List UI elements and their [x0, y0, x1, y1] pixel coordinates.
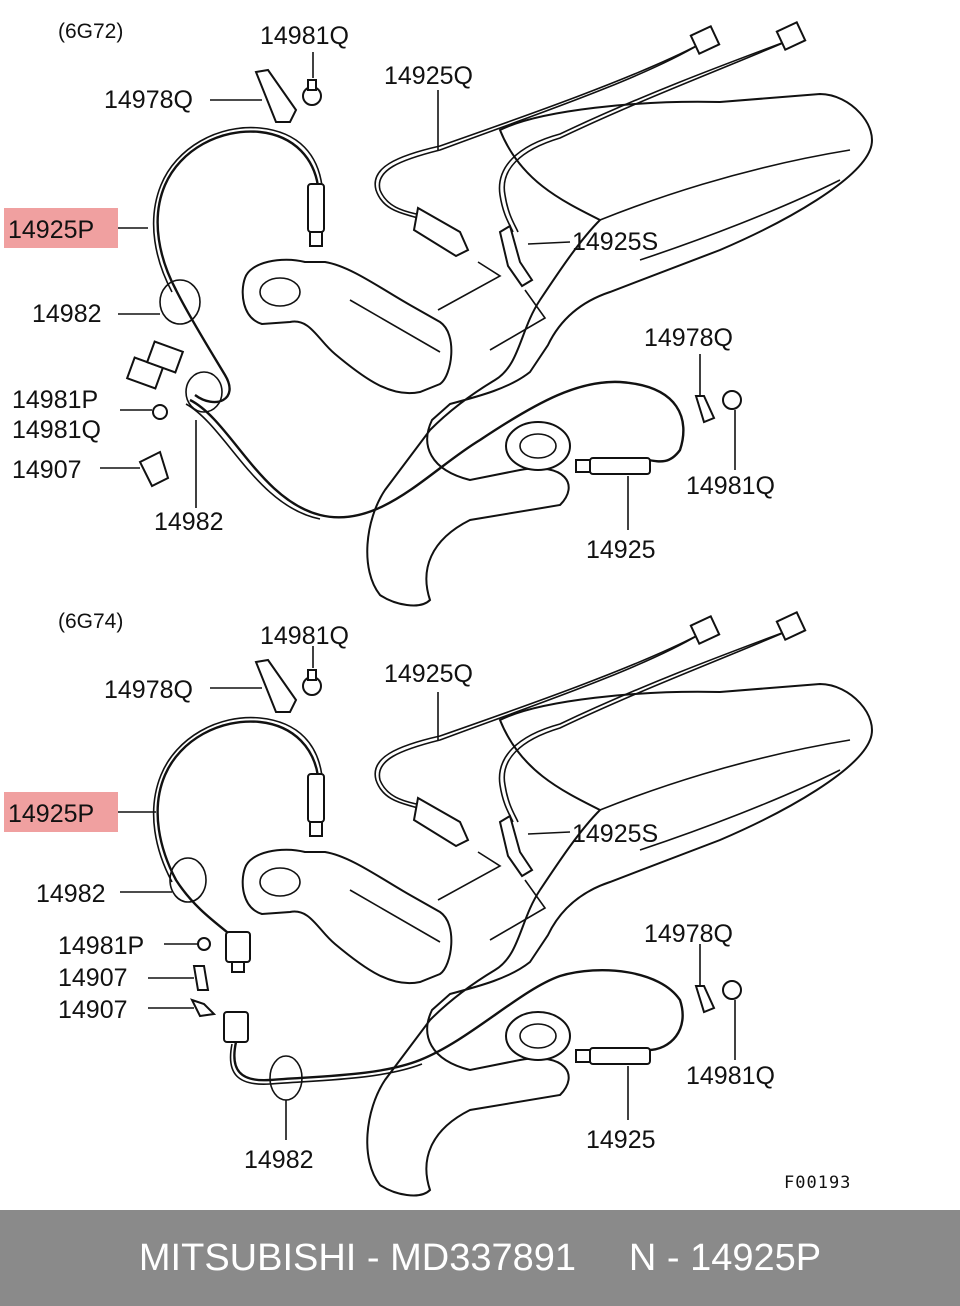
label-clamp-lower: 14982 — [154, 508, 224, 536]
oxygen-sensor-s — [412, 206, 534, 288]
label-sensor-s: 14925S — [572, 820, 658, 848]
oxygen-sensor-front-wire — [156, 130, 320, 404]
oxygen-sensor-rear — [575, 457, 651, 475]
label-bracket-left-b: 14907 — [58, 996, 128, 1024]
label-bolt-p: 14981P — [58, 932, 144, 960]
bracket-icon — [138, 450, 170, 488]
bolt-icon — [722, 390, 742, 410]
reference-number: N - 14925P — [628, 1236, 822, 1279]
bracket-icon — [694, 395, 716, 424]
bolt-icon — [302, 79, 322, 106]
exhaust-manifold-front — [241, 848, 453, 985]
parts-diagram: (6G72) — [4, 20, 873, 1197]
oxygen-sensor-s — [412, 796, 534, 878]
figure-code: F00193 — [784, 1173, 851, 1193]
exhaust-manifold-rear — [366, 682, 873, 1197]
connector-icon — [689, 24, 721, 56]
label-sensor-s: 14925S — [572, 228, 658, 256]
label-harness-top: 14925Q — [384, 62, 473, 90]
harness-wire-2 — [503, 629, 791, 823]
label-bracket-right: 14978Q — [644, 920, 733, 948]
oxygen-sensor-rear — [575, 1047, 651, 1065]
clamp-upper — [169, 857, 207, 903]
bracket-icon — [192, 965, 210, 991]
bracket-icon — [694, 985, 716, 1014]
connector-icon — [775, 610, 807, 642]
bracket-icon — [254, 658, 298, 713]
label-bracket-top: 14978Q — [104, 676, 193, 704]
label-clamp-upper: 14982 — [32, 300, 102, 328]
connector-icon — [775, 20, 807, 52]
bolt-icon — [722, 980, 742, 1000]
clamp-upper — [159, 279, 201, 325]
label-sensor-front: 14925P — [8, 800, 94, 828]
label-bolt-top: 14981Q — [260, 22, 349, 50]
label-bolt-right: 14981Q — [686, 1062, 775, 1090]
highlight-box — [4, 792, 118, 832]
label-bracket-right: 14978Q — [644, 324, 733, 352]
label-bolt-q-left: 14981Q — [12, 416, 101, 444]
harness-wire-2 — [503, 39, 791, 233]
bracket-icon — [190, 998, 217, 1018]
engine-label: (6G72) — [58, 20, 123, 43]
label-bracket-left-a: 14907 — [58, 964, 128, 992]
label-bracket-left: 14907 — [12, 456, 82, 484]
label-clamp-lower: 14982 — [244, 1146, 314, 1174]
label-sensor-front: 14925P — [8, 216, 94, 244]
harness-wire-1 — [378, 43, 701, 216]
highlight-box — [4, 208, 118, 248]
bracket-icon — [254, 68, 298, 123]
part-number: MD337891 — [390, 1236, 577, 1279]
oxygen-sensor-front — [307, 773, 325, 837]
section-6g74: (6G74) — [4, 610, 873, 1197]
label-bolt-right: 14981Q — [686, 472, 775, 500]
label-sensor-rear: 14925 — [586, 1126, 656, 1154]
footer-text: MITSUBISHI - MD337891 N - 14925P — [138, 1236, 822, 1279]
connector-upper-left — [225, 931, 251, 973]
oxygen-sensor-rear-wire — [189, 380, 685, 519]
clamp-lower — [185, 371, 223, 413]
bolt-icon — [152, 404, 168, 420]
connector-pair-left — [125, 340, 185, 390]
label-sensor-rear: 14925 — [586, 536, 656, 564]
section-6g72: (6G72) — [4, 20, 873, 607]
oxygen-sensor-front — [307, 183, 325, 247]
bolt-icon — [197, 937, 211, 951]
footer-bar: MITSUBISHI - MD337891 N - 14925P — [0, 1210, 960, 1306]
label-clamp-upper: 14982 — [36, 880, 106, 908]
harness-wire-1 — [378, 633, 701, 806]
engine-label: (6G74) — [58, 610, 123, 633]
connector-icon — [689, 614, 721, 646]
label-bolt-top: 14981Q — [260, 622, 349, 650]
oxygen-sensor-front-wire — [156, 720, 320, 937]
exhaust-manifold-rear — [366, 92, 873, 607]
exhaust-manifold-front — [241, 258, 453, 395]
label-harness-top: 14925Q — [384, 660, 473, 688]
label-bracket-top: 14978Q — [104, 86, 193, 114]
connector-lower-left — [223, 1011, 249, 1043]
bolt-icon — [302, 669, 322, 696]
label-bolt-p: 14981P — [12, 386, 98, 414]
brand-name: MITSUBISHI — [138, 1236, 357, 1279]
